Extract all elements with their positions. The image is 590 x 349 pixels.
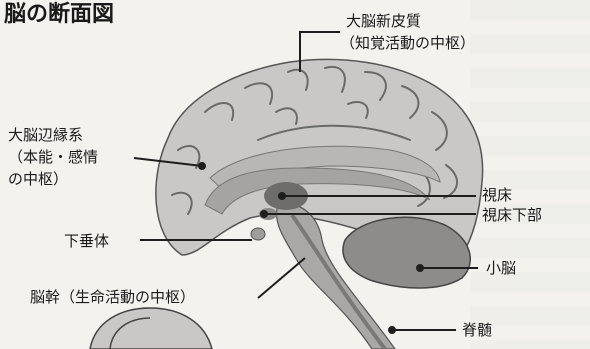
label-limbic-line2: （本能・感情	[8, 148, 99, 166]
background-text-bleed	[470, 0, 590, 349]
label-brainstem: 脳幹（生命活動の中枢）	[30, 288, 196, 306]
page-title: 脳の断面図	[4, 2, 115, 27]
label-thalamus: 視床	[482, 186, 513, 204]
leader-lines	[133, 31, 478, 334]
character-head-partial	[89, 307, 213, 349]
leader-limbic-dot	[198, 162, 206, 170]
leader-brainstem	[257, 257, 306, 299]
leader-spinal-dot	[388, 326, 396, 334]
label-cerebellum: 小脳	[486, 259, 517, 277]
label-hypothalamus: 視床下部	[482, 206, 543, 224]
cerebellum-shape	[342, 216, 472, 289]
limbic-system-shape	[204, 167, 431, 215]
spinal-cord-line	[290, 213, 387, 349]
label-cortex-line1: 大脳新皮質	[346, 12, 422, 30]
leader-cerebellum-dot	[416, 264, 424, 272]
leader-hypothalamus-dot	[260, 210, 268, 218]
leader-limbic	[133, 157, 203, 167]
label-limbic-line3: の中枢）	[8, 170, 69, 188]
label-cortex-line2: （知覚活動の中枢）	[340, 34, 476, 52]
leader-cortex	[299, 31, 340, 72]
label-pituitary: 下垂体	[64, 232, 110, 250]
label-limbic-line1: 大脳辺縁系	[8, 126, 84, 144]
pituitary-shape	[250, 227, 266, 241]
label-spinal-cord: 脊髄	[462, 321, 493, 339]
brainstem-shape	[276, 203, 396, 349]
leader-thalamus-dot	[278, 192, 286, 200]
